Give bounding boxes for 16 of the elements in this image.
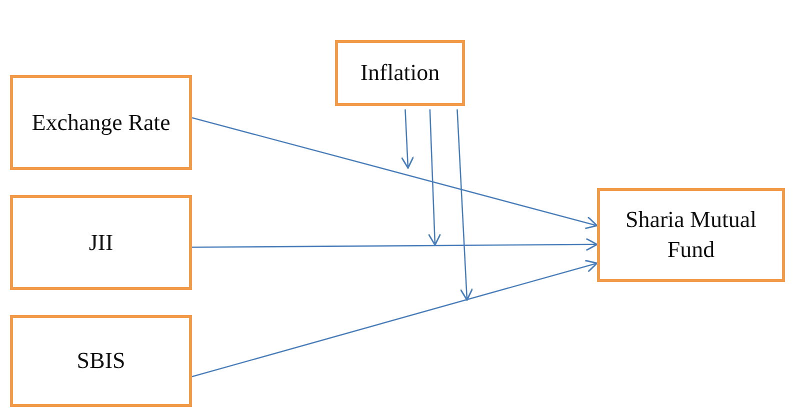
- variable-box: [10, 195, 192, 290]
- variable-label: SBIS: [76, 347, 126, 375]
- variable-label: Sharia Mutual Fund: [624, 206, 758, 264]
- arrow: [400, 109, 414, 169]
- arrow: [192, 260, 598, 378]
- arrow: [192, 117, 598, 230]
- arrow: [456, 109, 474, 301]
- variable-label: Inflation: [360, 59, 440, 87]
- arrow: [428, 109, 442, 246]
- variable-box: [335, 40, 465, 106]
- variable-box: [10, 315, 192, 407]
- variable-label: Exchange Rate: [32, 108, 170, 137]
- variable-box: [10, 75, 192, 170]
- variable-box: [597, 188, 785, 282]
- arrow: [192, 238, 598, 252]
- variable-label: JII: [88, 228, 114, 256]
